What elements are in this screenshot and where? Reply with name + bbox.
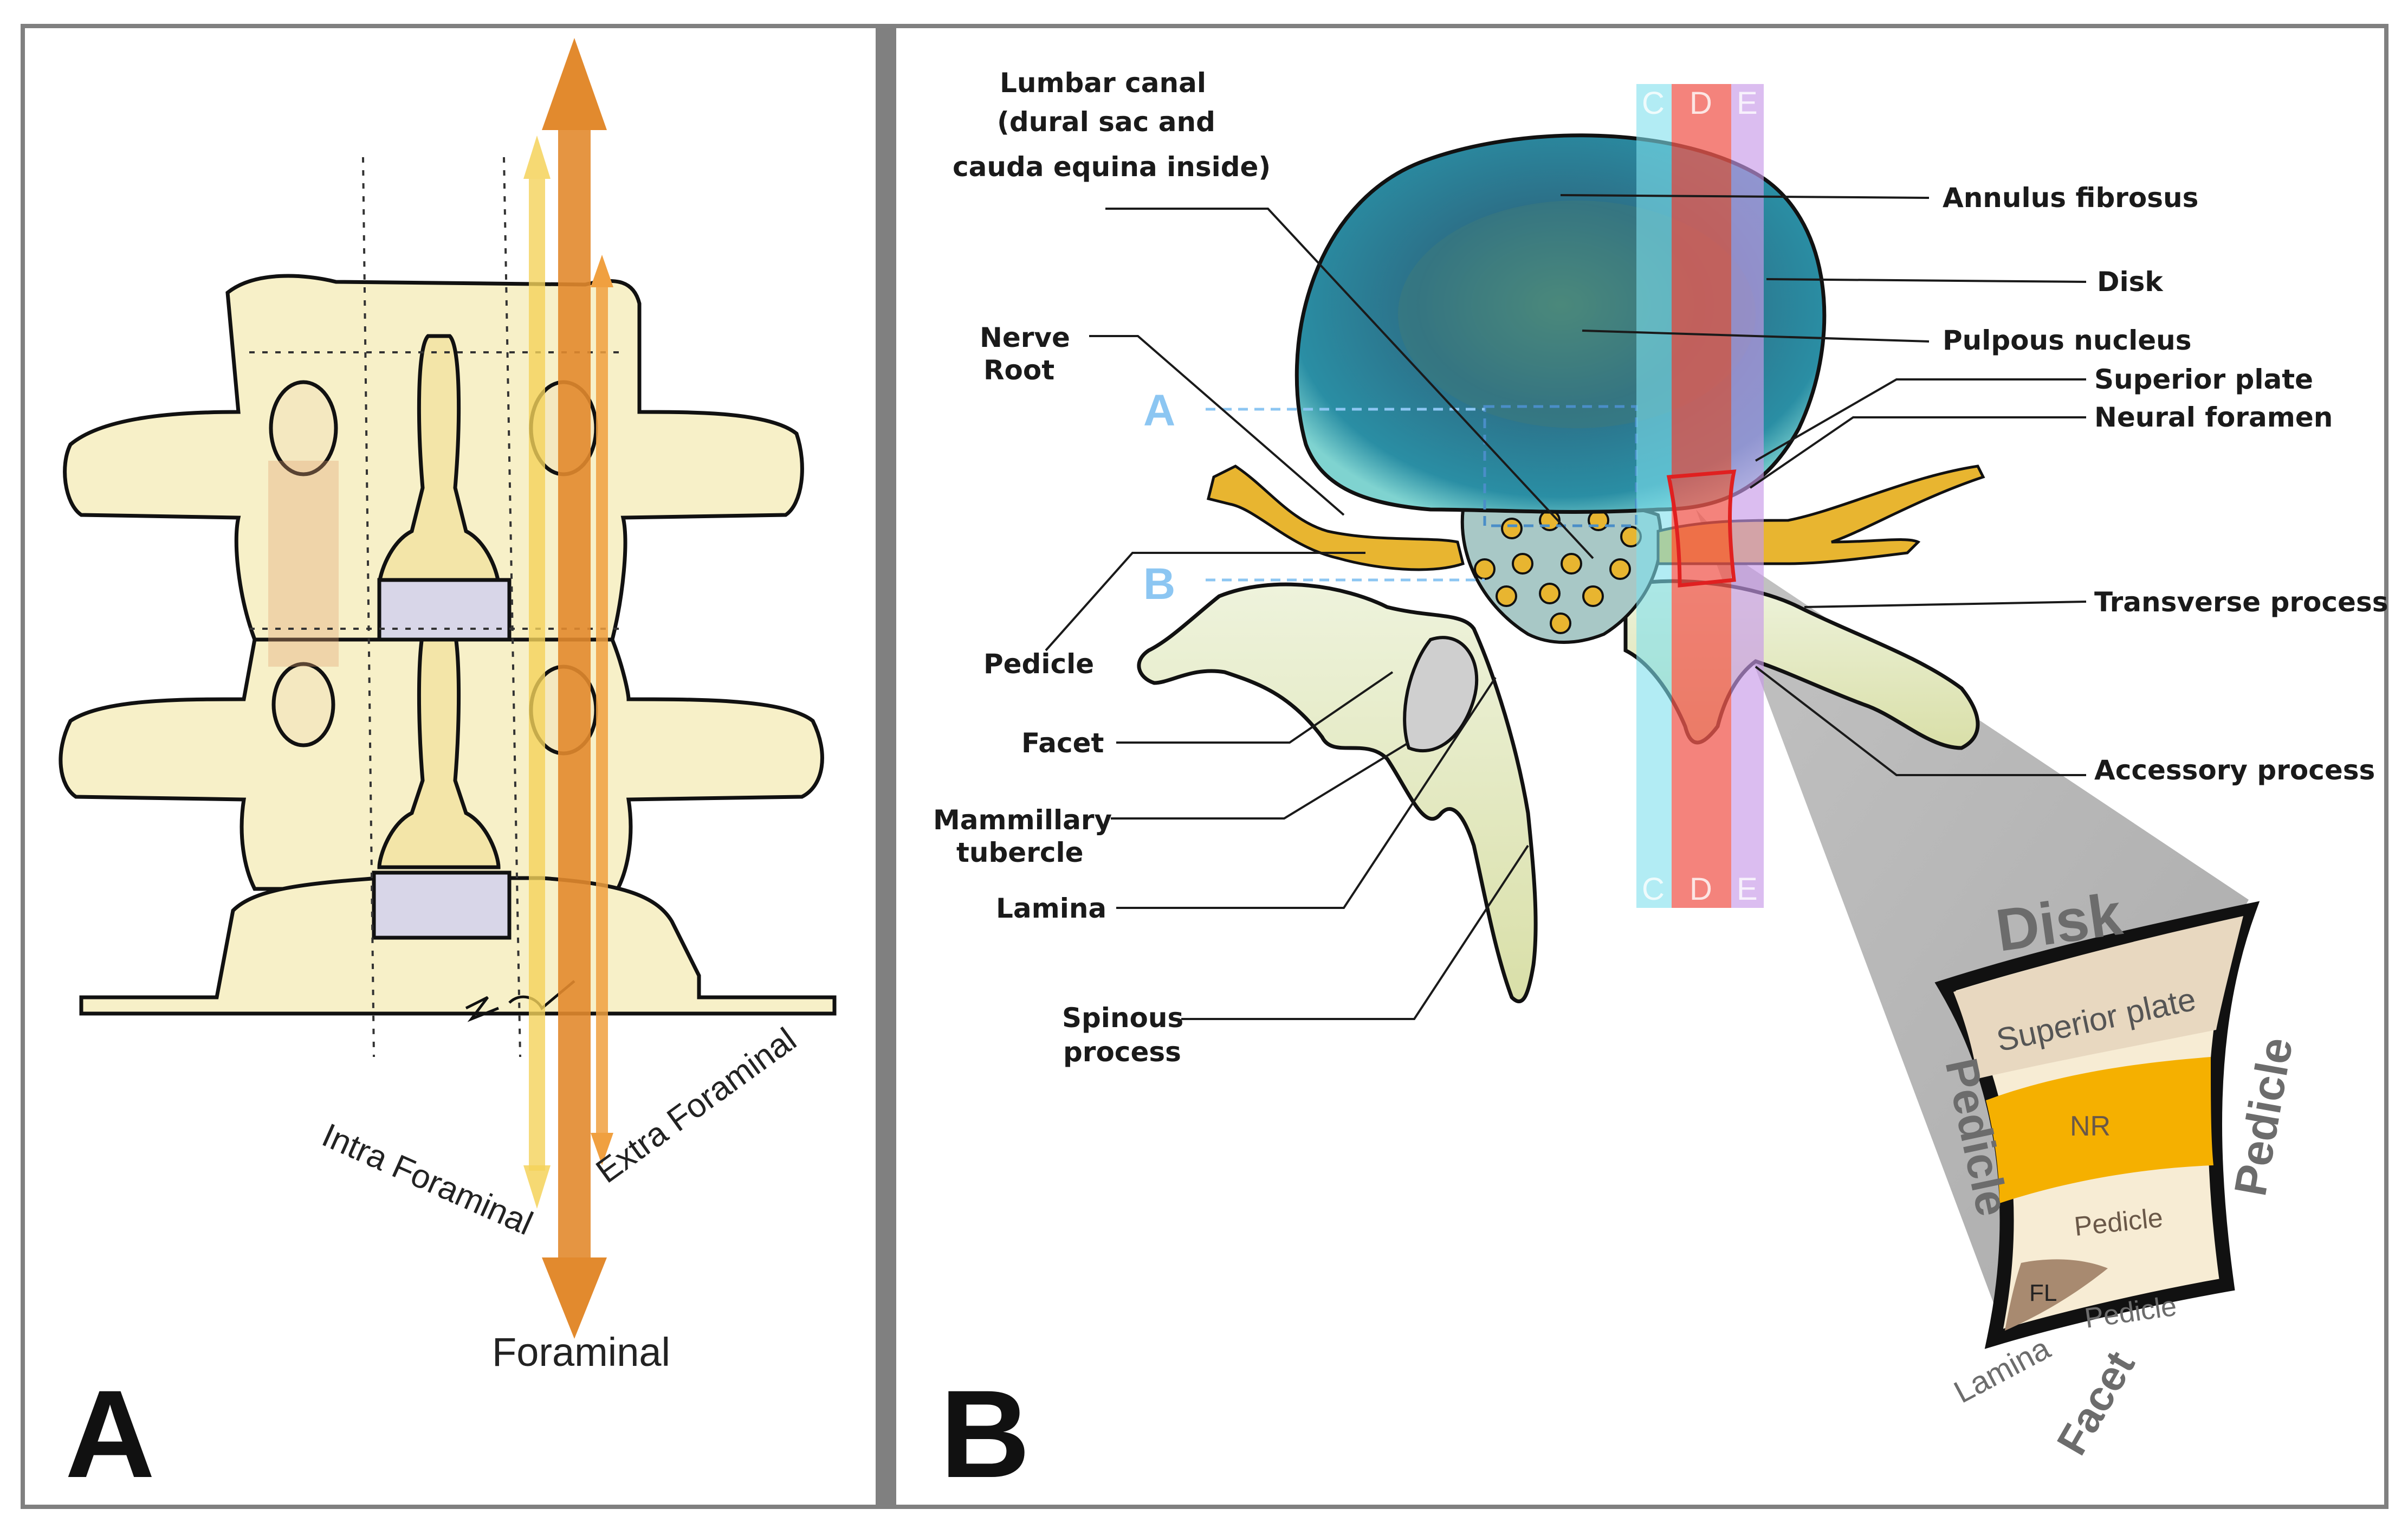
band-label-e-top: E (1737, 86, 1758, 121)
facet-surface (1403, 636, 1479, 752)
label-neural-foramen: Neural foramen (2094, 402, 2333, 433)
extra-foraminal-arrow (591, 255, 613, 1165)
section-mark-a: A (1143, 386, 1175, 435)
band-c (1636, 84, 1672, 908)
foramen-lower-left (271, 662, 335, 747)
label-spinous-1: Spinous (1062, 1002, 1183, 1034)
intra-foraminal-shading (268, 461, 339, 667)
band-d (1672, 84, 1731, 908)
band-label-d-bottom: D (1690, 872, 1712, 907)
disc-lower (372, 870, 512, 940)
inset-nerve-root (1986, 1057, 2213, 1203)
band-label-d-top: D (1690, 86, 1712, 121)
foraminal-arrow (542, 38, 607, 1339)
label-transverse-process: Transverse process (2094, 586, 2388, 618)
foramen-upper-left (269, 380, 338, 476)
nerve-root-left (1206, 465, 1465, 571)
label-pedicle: Pedicle (983, 648, 1094, 680)
band-e (1731, 84, 1764, 908)
section-mark-b: B (1143, 559, 1175, 609)
leader-lines (1045, 194, 2087, 1020)
label-foraminal: Foraminal (492, 1330, 670, 1375)
label-spinous-2: process (1063, 1036, 1181, 1068)
band-label-e-bottom: E (1737, 872, 1758, 907)
label-lumbar-canal-3: cauda equina inside) (953, 151, 1271, 183)
inset-superior-plate (1953, 916, 2243, 1079)
label-facet: Facet (1021, 727, 1104, 759)
panel-divider (878, 24, 894, 1509)
spinous-process-lower (377, 616, 501, 869)
intra-foraminal-arrow (523, 136, 551, 1209)
neural-foramen-outline (1666, 469, 1737, 588)
panel-a-letter: A (65, 1364, 155, 1504)
band-label-c-top: C (1642, 86, 1665, 121)
band-label-c-bottom: C (1642, 872, 1665, 907)
label-disk: Disk (2097, 266, 2164, 298)
label-nerve-root-2: Root (983, 354, 1054, 386)
label-nerve-root-1: Nerve (980, 322, 1070, 353)
label-lumbar-canal-1: Lumbar canal (1000, 67, 1206, 99)
inset-label-nr: NR (2070, 1111, 2111, 1142)
label-mammillary-1: Mammillary (933, 804, 1112, 836)
label-mammillary-2: tubercle (956, 837, 1084, 868)
dashed-guides (249, 157, 623, 1057)
label-lamina: Lamina (996, 893, 1106, 924)
label-accessory-process: Accessory process (2094, 754, 2375, 786)
label-pulpous-nucleus: Pulpous nucleus (1943, 325, 2192, 356)
panel-b-letter: B (940, 1364, 1030, 1504)
inset-fl (2005, 1259, 2108, 1331)
label-lumbar-canal-2: (dural sac and (997, 106, 1215, 138)
label-superior-plate: Superior plate (2094, 364, 2313, 395)
label-annulus-fibrosus: Annulus fibrosus (1943, 182, 2198, 214)
inset-label-fl: FL (2029, 1280, 2057, 1306)
disc-upper (377, 578, 512, 642)
